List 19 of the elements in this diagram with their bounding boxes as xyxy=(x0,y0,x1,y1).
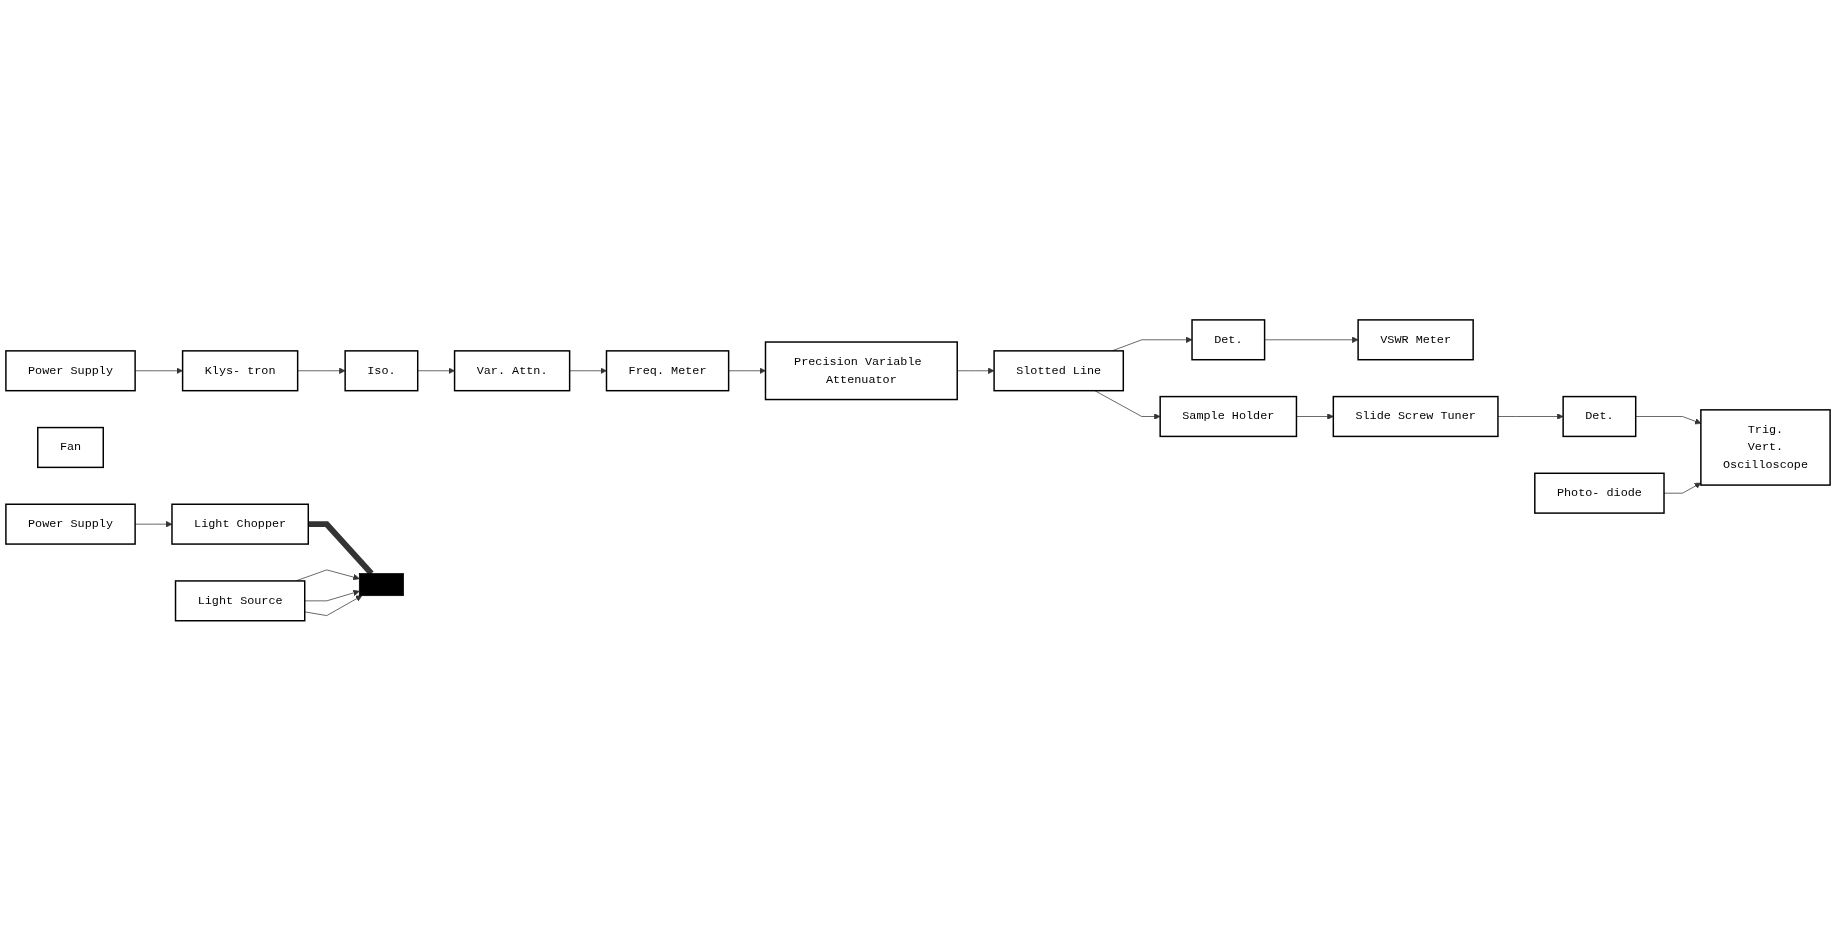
node-box: Light Chopper xyxy=(171,503,309,545)
node-box: Power Supply xyxy=(5,350,136,392)
node-box: Iso. xyxy=(344,350,419,392)
node-box: Det. xyxy=(1191,319,1266,361)
node-box: Fan xyxy=(37,427,104,469)
node-box: Photo- diode xyxy=(1534,472,1665,514)
node-box: Slotted Line xyxy=(993,350,1125,392)
node-box: Klys- tron xyxy=(181,350,299,392)
node-box: Slide Screw Tuner xyxy=(1332,396,1499,438)
node-box: VSWR Meter xyxy=(1357,319,1474,361)
node-box: Precision Variable Attenuator xyxy=(764,341,958,401)
node-box: Var. Attn. xyxy=(453,350,571,392)
node-box: Det. xyxy=(1562,396,1637,438)
node-box: Trig. Vert. Oscilloscope xyxy=(1700,409,1831,486)
node-box: Freq. Meter xyxy=(605,350,730,392)
node-box: Light Source xyxy=(174,580,306,622)
node-box: Power Supply xyxy=(5,503,136,545)
node-box: Sample Holder xyxy=(1159,396,1298,438)
node-bar xyxy=(358,573,404,597)
